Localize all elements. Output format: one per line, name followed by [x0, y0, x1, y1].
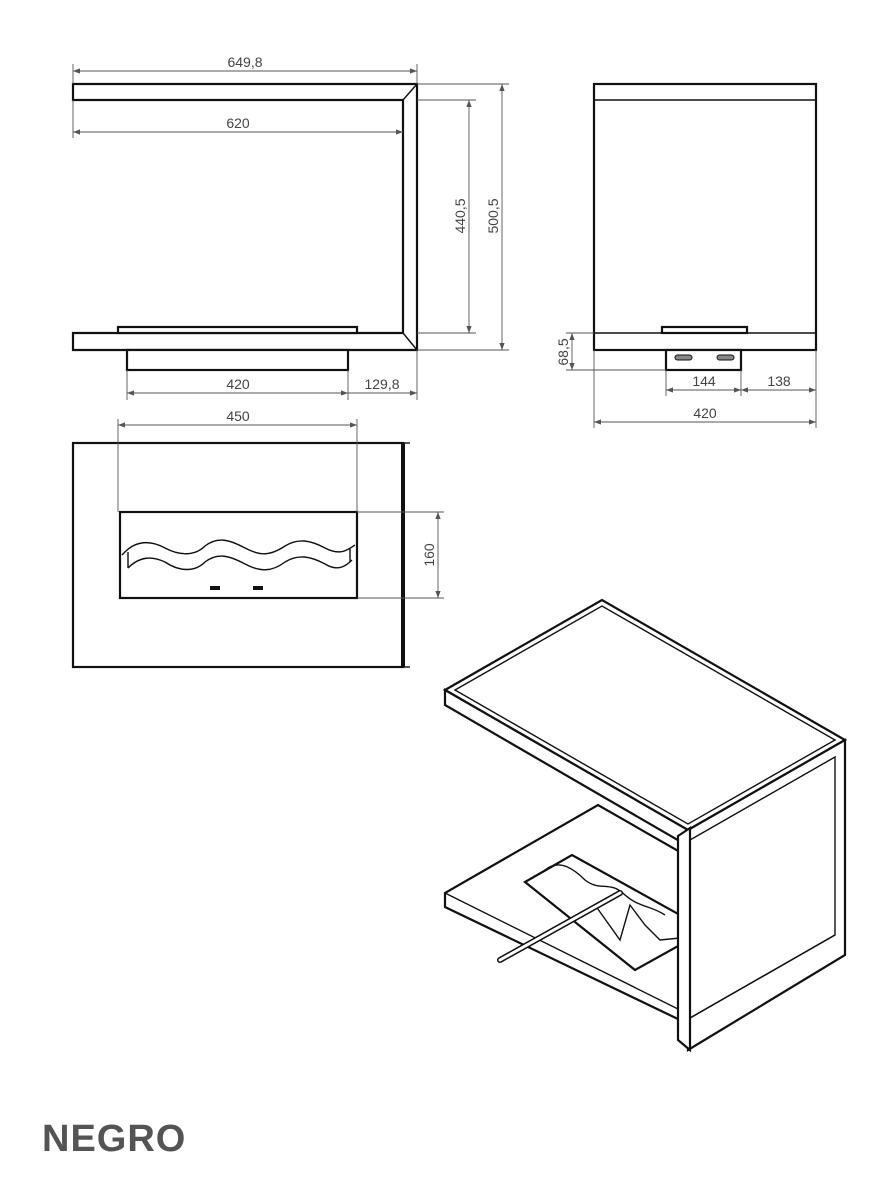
front-view: 649,8 620 440,5 500,5 420 129,8 — [71, 54, 509, 400]
dim-depth: 420 — [693, 405, 717, 421]
dim-total-width: 649,8 — [227, 54, 262, 70]
dim-offset: 129,8 — [364, 376, 399, 392]
dim-total-height: 500,5 — [485, 198, 501, 233]
dim-holder-width: 450 — [226, 408, 250, 424]
dim-inner-width: 620 — [226, 115, 250, 131]
dim-side-bracket-width: 144 — [692, 373, 716, 389]
dim-bracket-width: 420 — [226, 376, 250, 392]
isometric-view — [442, 598, 848, 1053]
dim-inner-height: 440,5 — [452, 198, 468, 233]
top-view: 450 160 — [71, 408, 444, 669]
product-label: NEGRO — [42, 1118, 187, 1160]
dim-bracket-height: 68,5 — [555, 338, 571, 365]
dim-side-offset: 138 — [767, 373, 791, 389]
dim-holder-depth: 160 — [421, 543, 437, 567]
side-view: 68,5 144 138 420 — [555, 82, 818, 428]
